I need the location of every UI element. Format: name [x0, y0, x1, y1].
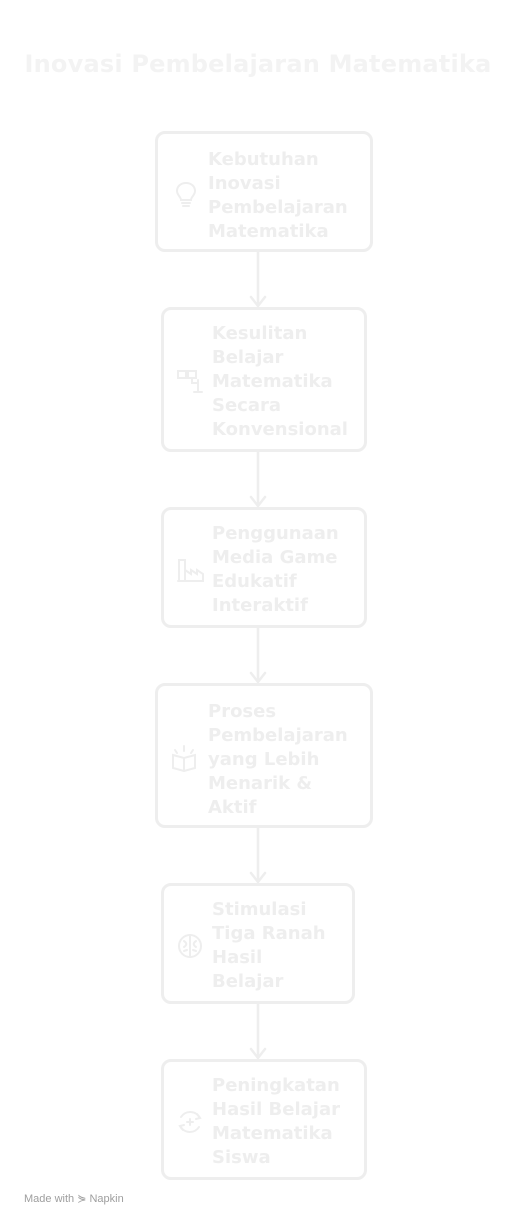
connector-arrow-5 [249, 1002, 267, 1061]
napkin-brand: Napkin [89, 1193, 124, 1205]
growth-cycle-icon [178, 1111, 202, 1133]
node-kesulitan-belajar: Kesulitan Belajar Matematika Secara Konv… [161, 307, 367, 452]
flowchart-icon [177, 370, 203, 393]
node-label: Stimulasi Tiga Ranah Hasil Belajar [212, 899, 326, 992]
node-proses-pembelajaran: Proses Pembelajaran yang Lebih Menarik &… [155, 683, 373, 828]
made-with-text: Made with [24, 1193, 75, 1205]
connector-arrow-4 [249, 826, 267, 885]
node-label: Penggunaan Media Game Edukatif Interakti… [212, 523, 339, 616]
connector-arrow-2 [249, 450, 267, 509]
node-peningkatan-hasil: Peningkatan Hasil Belajar Matematika Sis… [161, 1059, 367, 1180]
connector-arrow-3 [249, 626, 267, 685]
node-label: Kesulitan Belajar Matematika Secara Konv… [212, 323, 348, 440]
connector-arrow-1 [249, 250, 267, 309]
node-label: Peningkatan Hasil Belajar Matematika Sis… [212, 1075, 340, 1168]
node-penggunaan-media: Penggunaan Media Game Edukatif Interakti… [161, 507, 367, 628]
factory-icon [177, 559, 204, 582]
napkin-logo-icon: ⋟ [77, 1193, 87, 1205]
node-label: Proses Pembelajaran yang Lebih Menarik &… [208, 701, 348, 818]
node-stimulasi-ranah: Stimulasi Tiga Ranah Hasil Belajar [161, 883, 355, 1004]
made-with-footer[interactable]: Made with ⋟ Napkin [24, 1192, 124, 1205]
node-kebutuhan-inovasi: Kebutuhan Inovasi Pembelajaran Matematik… [155, 131, 373, 252]
diagram-title: Inovasi Pembelajaran Matematika [24, 50, 492, 78]
lightbulb-icon [175, 181, 197, 207]
open-box-icon [172, 745, 196, 772]
node-label: Kebutuhan Inovasi Pembelajaran Matematik… [208, 149, 348, 242]
brain-icon [178, 934, 202, 958]
